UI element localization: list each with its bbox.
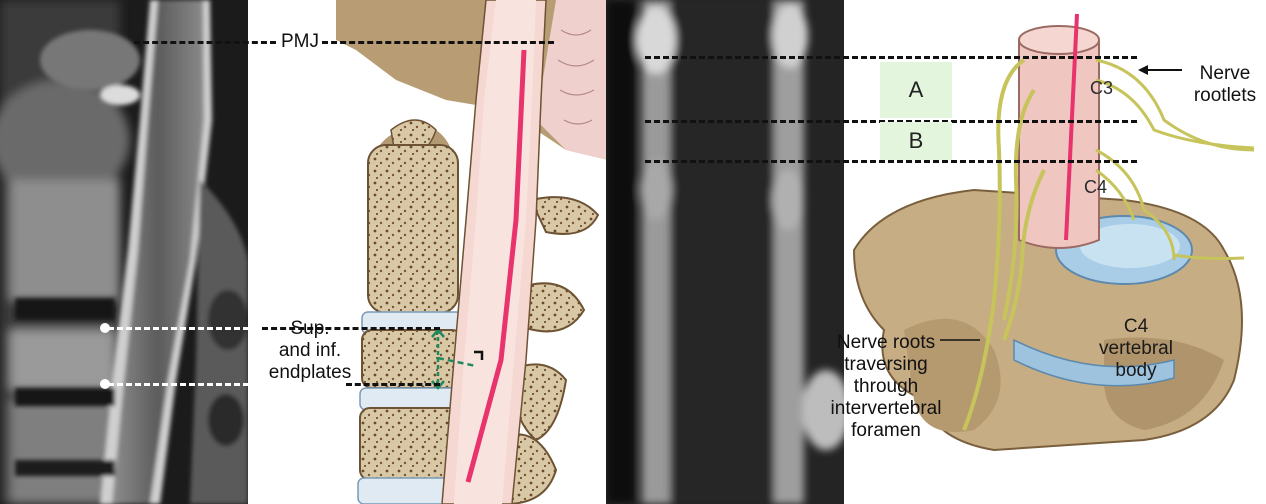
pmj-guide-line — [134, 41, 276, 44]
region-a-label: A — [909, 77, 924, 103]
region-b-label: B — [909, 128, 924, 154]
region-a-box: A — [880, 62, 952, 118]
c4-vertebral-body-label: C4 vertebral body — [1086, 316, 1186, 382]
nerve-rootlets-label: Nerve rootlets — [1183, 63, 1266, 107]
region-b-box: B — [880, 122, 952, 160]
superior-endplate-marker — [100, 323, 110, 333]
c3-label: C3 — [1088, 77, 1115, 99]
pmj-guide-line-right — [322, 41, 554, 44]
nerve-rootlets-arrow — [1138, 62, 1184, 78]
sagittal-mri-image — [0, 0, 248, 504]
inferior-endplate-marker — [100, 379, 110, 389]
region-a-top-line — [645, 56, 1137, 59]
region-b-bottom-line — [645, 160, 1137, 163]
coronal-mri-image — [606, 0, 844, 504]
pmj-label: PMJ — [279, 31, 321, 53]
inferior-endplate-guide-line — [108, 383, 258, 386]
sagittal-spine-illustration — [336, 0, 608, 504]
inferior-endplate-guide-line-right — [346, 383, 440, 386]
endplates-label: Sup. and inf. endplates — [262, 318, 358, 384]
superior-endplate-guide-line — [108, 327, 258, 330]
nerve-roots-label: Nerve roots traversing through intervert… — [816, 332, 956, 442]
c4-label: C4 — [1082, 176, 1109, 198]
